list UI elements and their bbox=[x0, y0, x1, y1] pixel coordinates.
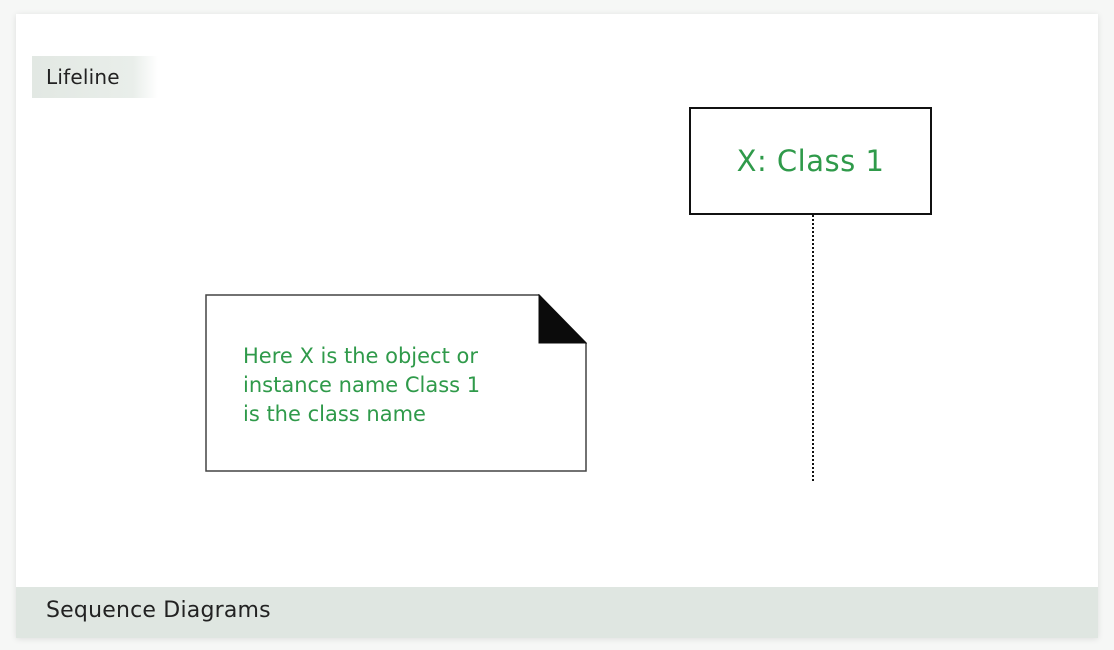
diagram-card: Lifeline X: Class 1 Here X is the object… bbox=[16, 14, 1098, 638]
note-folded-corner bbox=[538, 294, 587, 344]
footer-bar: Sequence Diagrams bbox=[16, 587, 1098, 638]
note-outline bbox=[205, 294, 587, 472]
note-box: Here X is the object or instance name Cl… bbox=[205, 294, 587, 472]
note-text: Here X is the object or instance name Cl… bbox=[243, 344, 481, 426]
section-label: Lifeline bbox=[32, 56, 158, 98]
lifeline-dashed-line bbox=[812, 215, 814, 481]
footer-title: Sequence Diagrams bbox=[46, 598, 271, 623]
note-shape bbox=[205, 294, 587, 472]
lifeline-object-box: X: Class 1 bbox=[689, 107, 932, 215]
lifeline-object-label: X: Class 1 bbox=[736, 144, 885, 178]
